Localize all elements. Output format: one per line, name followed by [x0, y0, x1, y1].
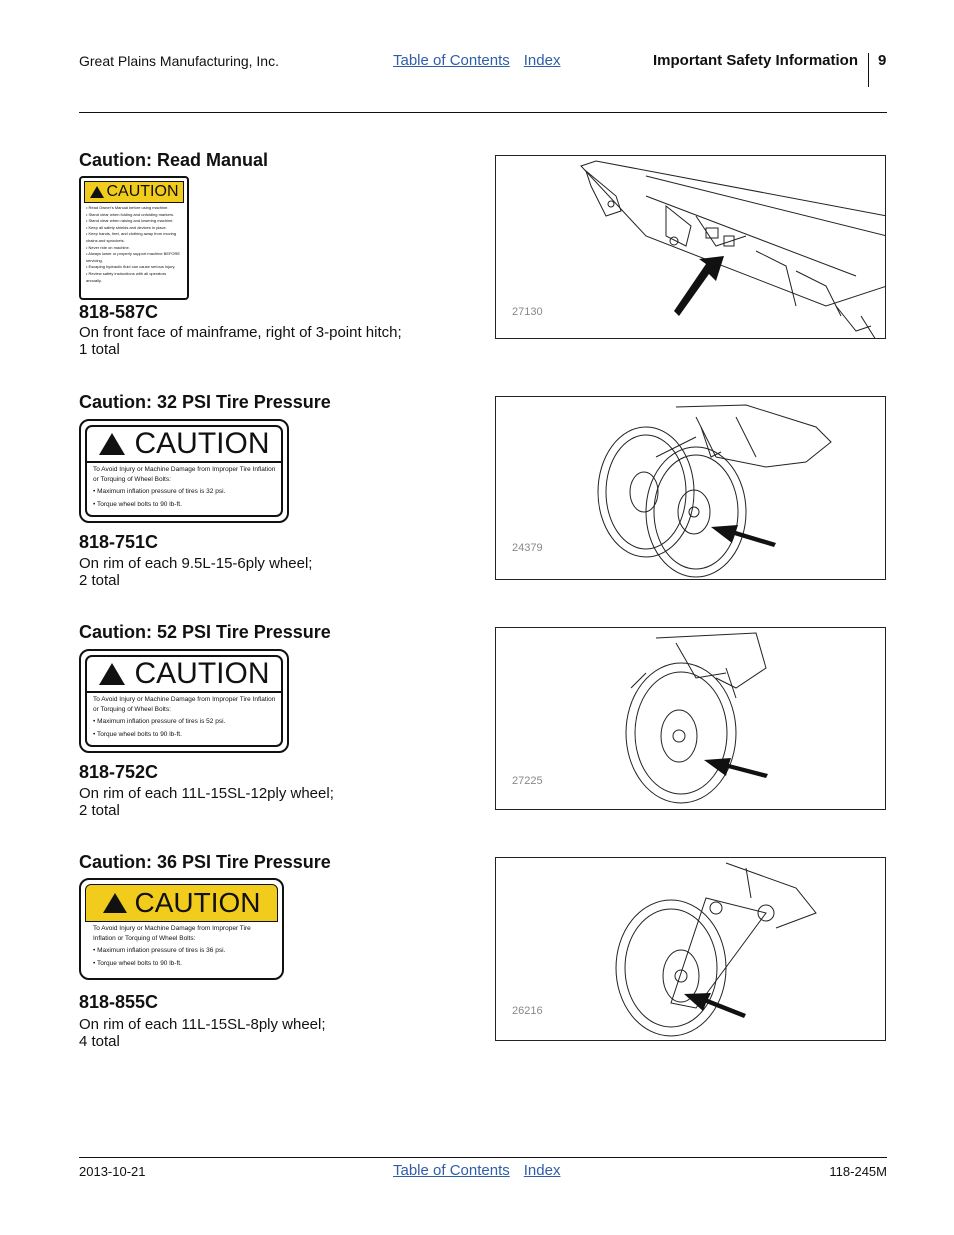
decal-heading: CAUTION	[85, 884, 278, 922]
warning-triangle-icon	[98, 433, 125, 455]
arrow-icon	[684, 993, 746, 1018]
caution-decal-855c: CAUTION To Avoid Injury or Machine Damag…	[79, 878, 284, 980]
section-title: Caution: 36 PSI Tire Pressure	[79, 852, 331, 872]
part-location: On front face of mainframe, right of 3-p…	[79, 324, 402, 358]
figure-number: 27225	[512, 775, 543, 787]
section-title: Caution: Read Manual	[79, 150, 269, 170]
decal-text: To Avoid Injury or Machine Damage from I…	[93, 696, 276, 738]
wheel-illustration	[625, 632, 768, 804]
footer-date: 2013-10-21	[79, 1164, 146, 1179]
figure-27225: 27225	[495, 627, 886, 810]
arrow-icon	[704, 758, 768, 778]
wheels-illustration	[597, 404, 832, 578]
footer-doc-number: 118-245M	[829, 1164, 887, 1179]
decal-heading-text: CAUTION	[134, 657, 270, 690]
decal-heading-text: CAUTION	[134, 427, 270, 460]
figure-number: 24379	[512, 542, 543, 554]
wheel-arm-illustration	[615, 862, 817, 1037]
figure-26216: 26216	[495, 857, 886, 1041]
header-index-link[interactable]: Index	[523, 52, 561, 69]
caution-decal-752c: CAUTION To Avoid Injury or Machine Damag…	[79, 649, 289, 753]
arrow-icon	[674, 256, 724, 316]
footer-rule	[79, 1157, 887, 1158]
arrow-icon	[711, 525, 776, 547]
warning-triangle-icon	[89, 186, 104, 198]
decal-heading-text: CAUTION	[106, 183, 179, 200]
section-title: Caution: 32 PSI Tire Pressure	[79, 392, 331, 412]
mainframe-illustration	[580, 160, 885, 338]
section-read-manual: Caution: Read Manual CAUTION • Read Owne…	[79, 150, 479, 360]
footer-links: Table of Contents Index	[393, 1162, 574, 1179]
part-number: 818-751C	[79, 532, 159, 552]
part-number: 818-587C	[79, 302, 159, 322]
part-location: On rim of each 11L-15SL-8ply wheel; 4 to…	[79, 1016, 326, 1050]
decal-heading: CAUTION	[87, 657, 281, 693]
part-location: On rim of each 11L-15SL-12ply wheel; 2 t…	[79, 785, 334, 819]
warning-triangle-icon	[98, 663, 125, 685]
section-title: Caution: 52 PSI Tire Pressure	[79, 622, 331, 642]
header-rule	[79, 112, 887, 113]
decal-heading: CAUTION	[84, 181, 184, 203]
header-company: Great Plains Manufacturing, Inc.	[79, 53, 279, 69]
caution-decal-751c: CAUTION To Avoid Injury or Machine Damag…	[79, 419, 289, 523]
decal-heading: CAUTION	[87, 427, 281, 463]
figure-number: 27130	[512, 306, 543, 318]
part-number: 818-752C	[79, 762, 159, 782]
part-number: 818-855C	[79, 992, 159, 1012]
footer-index-link[interactable]: Index	[523, 1162, 561, 1179]
page-number: 9	[878, 52, 887, 69]
section-52-psi: Caution: 52 PSI Tire Pressure CAUTION To…	[79, 622, 479, 822]
figure-number: 26216	[512, 1005, 543, 1017]
part-location: On rim of each 9.5L-15-6ply wheel; 2 tot…	[79, 555, 313, 589]
header-links: Table of Contents Index	[393, 52, 574, 69]
decal-text: To Avoid Injury or Machine Damage from I…	[93, 466, 276, 508]
decal-heading-text: CAUTION	[134, 887, 261, 918]
footer-toc-link[interactable]: Table of Contents	[393, 1162, 510, 1179]
section-32-psi: Caution: 32 PSI Tire Pressure CAUTION To…	[79, 392, 479, 592]
warning-triangle-icon	[102, 893, 127, 913]
figure-27130: 27130	[495, 155, 886, 339]
caution-decal-587c: CAUTION • Read Owner's Manual before usi…	[79, 176, 189, 300]
header-toc-link[interactable]: Table of Contents	[393, 52, 510, 69]
decal-text: • Read Owner's Manual before using machi…	[86, 205, 181, 283]
figure-24379: 24379	[495, 396, 886, 580]
decal-text: To Avoid Injury or Machine Damage from I…	[93, 925, 251, 967]
header-section-title: Important Safety Information	[652, 52, 858, 69]
section-36-psi: Caution: 36 PSI Tire Pressure CAUTION To…	[79, 852, 479, 1052]
header-divider	[868, 53, 869, 87]
